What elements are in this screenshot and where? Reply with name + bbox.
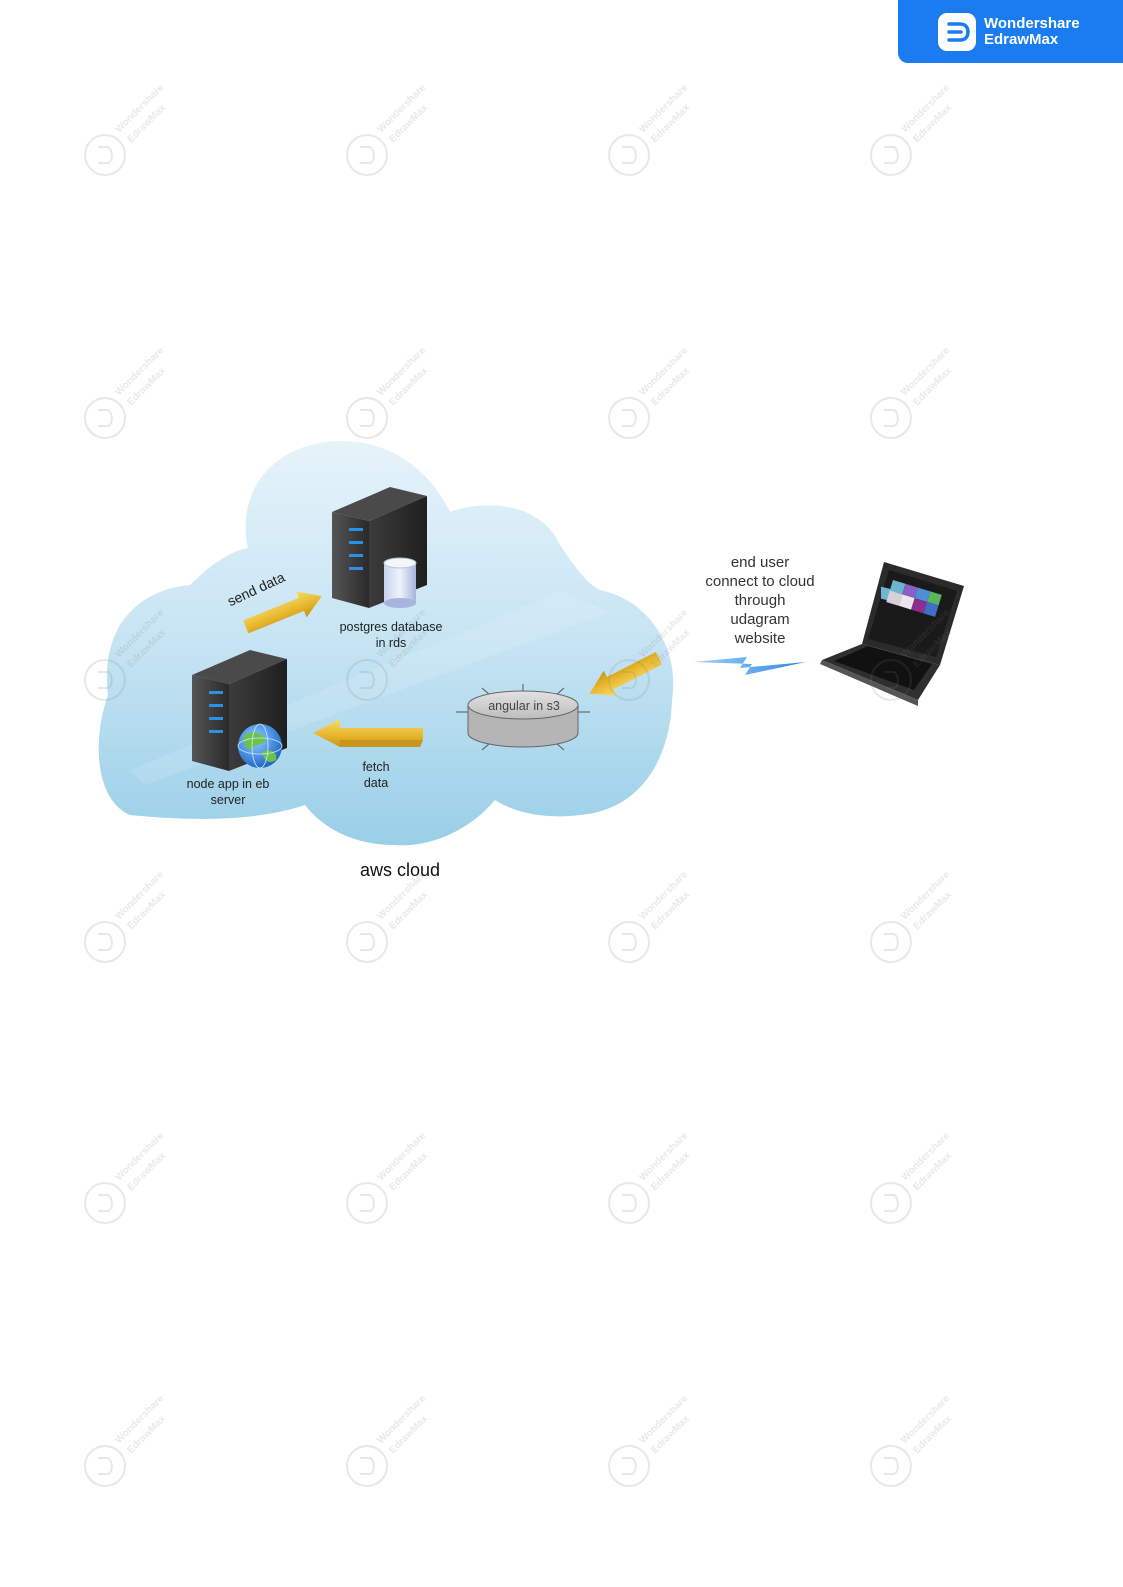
postgres-label-line2: in rds bbox=[375, 636, 407, 650]
postgres-label-line1: postgres database bbox=[339, 620, 443, 634]
node-label-line2: server bbox=[210, 793, 246, 807]
wireless-link-icon bbox=[693, 657, 806, 675]
brand-badge-text: Wondershare EdrawMax bbox=[984, 16, 1080, 48]
angular-s3-node-icon bbox=[456, 684, 590, 751]
brand-name-line1: Wondershare bbox=[984, 15, 1080, 32]
laptop-icon bbox=[820, 562, 964, 706]
aws-cloud-label: aws cloud bbox=[359, 860, 441, 880]
end-user-line1: end user bbox=[730, 554, 790, 571]
end-user-line5: website bbox=[734, 630, 786, 647]
fetch-data-arrow bbox=[313, 719, 423, 747]
fetch-label-line1: fetch bbox=[362, 760, 390, 774]
brand-name-line2: EdrawMax bbox=[984, 31, 1059, 48]
postgres-server-label: postgres database in rds bbox=[336, 619, 446, 651]
node-server-label: node app in eb server bbox=[176, 776, 280, 808]
fetch-data-label: fetch data bbox=[348, 759, 404, 791]
brand-badge[interactable]: Wondershare EdrawMax bbox=[898, 0, 1123, 63]
user-request-arrow bbox=[589, 651, 663, 696]
angular-s3-label: angular in s3 bbox=[488, 699, 560, 713]
node-label-line1: node app in eb bbox=[186, 777, 270, 791]
edrawmax-logo-icon bbox=[938, 13, 976, 51]
end-user-line2: connect to cloud bbox=[705, 573, 815, 590]
database-cylinder-icon bbox=[383, 557, 417, 608]
fetch-label-line2: data bbox=[363, 776, 389, 790]
send-data-arrow bbox=[243, 591, 322, 634]
globe-icon bbox=[237, 723, 283, 769]
end-user-label: end user connect to cloud through udagra… bbox=[690, 553, 830, 648]
end-user-line3: through bbox=[734, 592, 786, 609]
end-user-line4: udagram bbox=[730, 611, 790, 628]
